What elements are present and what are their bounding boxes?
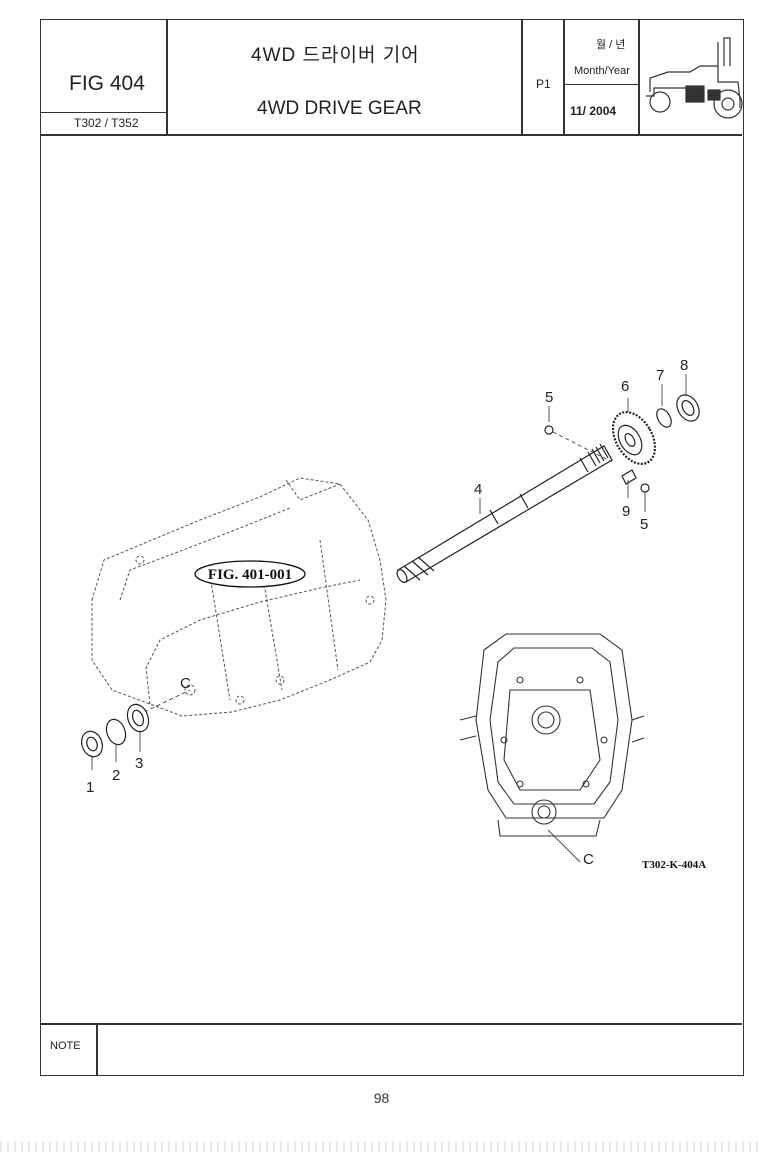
- callout-7: 7: [656, 367, 664, 384]
- callout-4: 4: [474, 481, 482, 498]
- header-bottom-rule: [41, 134, 742, 136]
- header-divider-3: [563, 20, 565, 134]
- callout-c-front-view: C: [583, 851, 594, 868]
- bearing-3: [126, 703, 150, 733]
- callout-9: 9: [622, 503, 630, 520]
- callout-2: 2: [112, 767, 120, 784]
- ball-5-lower: [640, 483, 650, 493]
- snap-ring-7: [656, 408, 672, 428]
- leader-lines: [91, 374, 687, 863]
- page-number: 98: [373, 1090, 390, 1106]
- drawing-code: T302-K-404A: [642, 859, 706, 871]
- page-label: P1: [536, 77, 551, 91]
- note-label: NOTE: [50, 1040, 81, 1052]
- callout-c-housing: C: [180, 675, 191, 692]
- header-divider-1: [166, 20, 168, 134]
- header-divider-4: [638, 20, 640, 134]
- ball-5-upper: [544, 425, 554, 435]
- note-divider: [96, 1023, 98, 1075]
- housing-front-view: [459, 633, 645, 837]
- pin-9: [621, 469, 637, 485]
- title-english: 4WD DRIVE GEAR: [257, 98, 422, 119]
- figure-reference-text: FIG. 401-001: [208, 567, 292, 583]
- snap-ring-2: [105, 718, 127, 746]
- tractor-icon: [646, 37, 743, 119]
- callout-3: 3: [135, 755, 143, 772]
- figure-reference-badge: FIG. 401-001: [194, 560, 306, 588]
- month-year-rule: [563, 84, 638, 85]
- callout-5-lower: 5: [640, 516, 648, 533]
- month-year-english: Month/Year: [574, 65, 630, 77]
- document-frame: FIG 404 T302 / T352 4WD 드라이버 기어 4WD DRIV…: [40, 19, 744, 1076]
- drive-shaft: [396, 443, 613, 583]
- transmission-housing: [91, 477, 387, 717]
- scan-artifact-strip: [0, 1142, 763, 1152]
- seal-1: [81, 730, 103, 758]
- callout-8: 8: [680, 357, 688, 374]
- figure-label: FIG 404: [69, 72, 145, 95]
- drive-gear: [611, 411, 657, 465]
- month-year-korean: 월 / 년: [596, 39, 626, 51]
- bearing-8: [676, 394, 700, 422]
- title-korean: 4WD 드라이버 기어: [251, 45, 420, 66]
- note-top-rule: [41, 1023, 742, 1025]
- callout-5-upper: 5: [545, 389, 553, 406]
- header-divider-2: [521, 20, 523, 134]
- callout-1: 1: [86, 779, 94, 796]
- callout-6: 6: [621, 378, 629, 395]
- model-rule: [41, 112, 166, 113]
- date-value: 11/ 2004: [570, 104, 617, 118]
- model-label: T302 / T352: [74, 116, 139, 130]
